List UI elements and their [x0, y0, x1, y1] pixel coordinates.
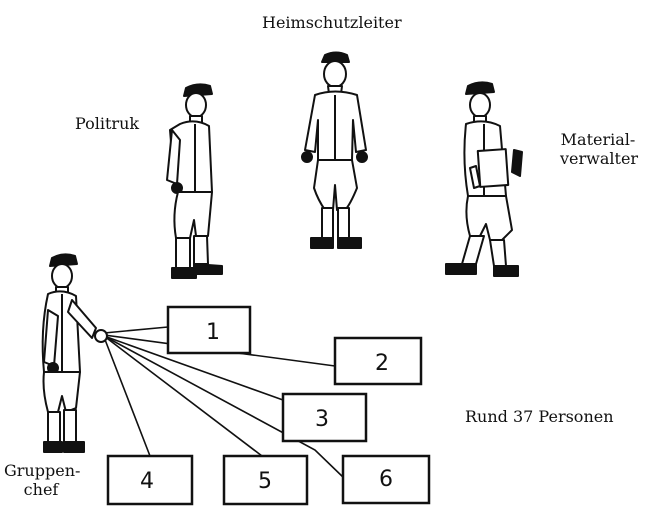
connector-5	[103, 335, 263, 457]
label-materialverwalter-line2: verwalter	[560, 149, 639, 168]
group-label-5: 5	[258, 469, 272, 494]
group-label-2: 2	[375, 351, 389, 376]
figure-heimschutzleiter	[301, 51, 368, 249]
connector-3	[103, 335, 284, 401]
connector-1	[103, 326, 169, 334]
label-gruppenchef-line1: Gruppen-	[4, 461, 81, 480]
group-box-4: 4	[106, 454, 194, 506]
figure-materialverwalter	[445, 81, 523, 277]
connector-4	[103, 336, 151, 457]
label-gruppenchef-line2: chef	[23, 480, 59, 499]
label-heimschutzleiter: Heimschutzleiter	[262, 13, 402, 32]
label-rund-37-personen: Rund 37 Personen	[465, 407, 614, 426]
group-box-3: 3	[281, 392, 368, 443]
group-box-2: 2	[333, 336, 423, 386]
group-label-1: 1	[206, 320, 220, 345]
connector-6	[103, 335, 346, 480]
figure-politruk	[166, 83, 223, 279]
group-label-6: 6	[379, 467, 393, 492]
figure-gruppenchef	[41, 253, 108, 453]
group-box-6: 6	[341, 454, 431, 505]
book-icon	[476, 148, 510, 188]
group-box-5: 5	[222, 454, 309, 506]
label-politruk: Politruk	[75, 114, 140, 133]
label-materialverwalter-line1: Material-	[560, 130, 636, 149]
group-label-4: 4	[140, 469, 154, 494]
label-materialverwalter: Material- verwalter	[560, 130, 639, 168]
group-box-1: 1	[166, 305, 252, 355]
label-gruppenchef: Gruppen- chef	[4, 461, 81, 499]
group-label-3: 3	[315, 407, 329, 432]
